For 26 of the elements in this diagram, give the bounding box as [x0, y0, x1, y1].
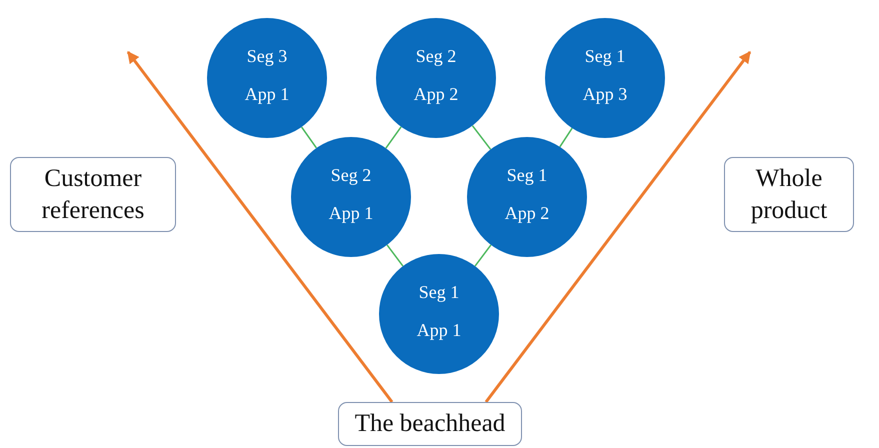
- application-label: App 2: [504, 204, 550, 222]
- connector-line: [472, 125, 492, 150]
- segment-label: Seg 2: [416, 47, 456, 65]
- box-label: Customer references: [40, 164, 146, 226]
- connector-line: [386, 244, 404, 266]
- application-label: App 3: [582, 85, 628, 103]
- text-box: [338, 402, 522, 446]
- application-label: App 1: [244, 85, 290, 103]
- box-label: Whole product: [750, 164, 828, 226]
- application-label: App 1: [328, 204, 374, 222]
- segment-label: Seg 3: [246, 47, 288, 65]
- connector-line: [300, 126, 318, 148]
- arrow: [126, 51, 394, 403]
- connector-line: [474, 244, 492, 266]
- box-label: The beachhead: [354, 409, 506, 440]
- application-label: App 1: [416, 321, 462, 339]
- segment-label: Seg 1: [418, 283, 460, 301]
- text-box: [10, 157, 176, 232]
- segment-label: Seg 1: [584, 47, 626, 65]
- application-label: App 2: [414, 85, 458, 103]
- connector-line: [385, 126, 402, 149]
- text-box: [724, 157, 854, 232]
- segment-label: Seg 1: [506, 166, 548, 184]
- connector-line: [559, 128, 573, 148]
- arrow: [484, 51, 752, 403]
- segment-label: Seg 2: [330, 166, 372, 184]
